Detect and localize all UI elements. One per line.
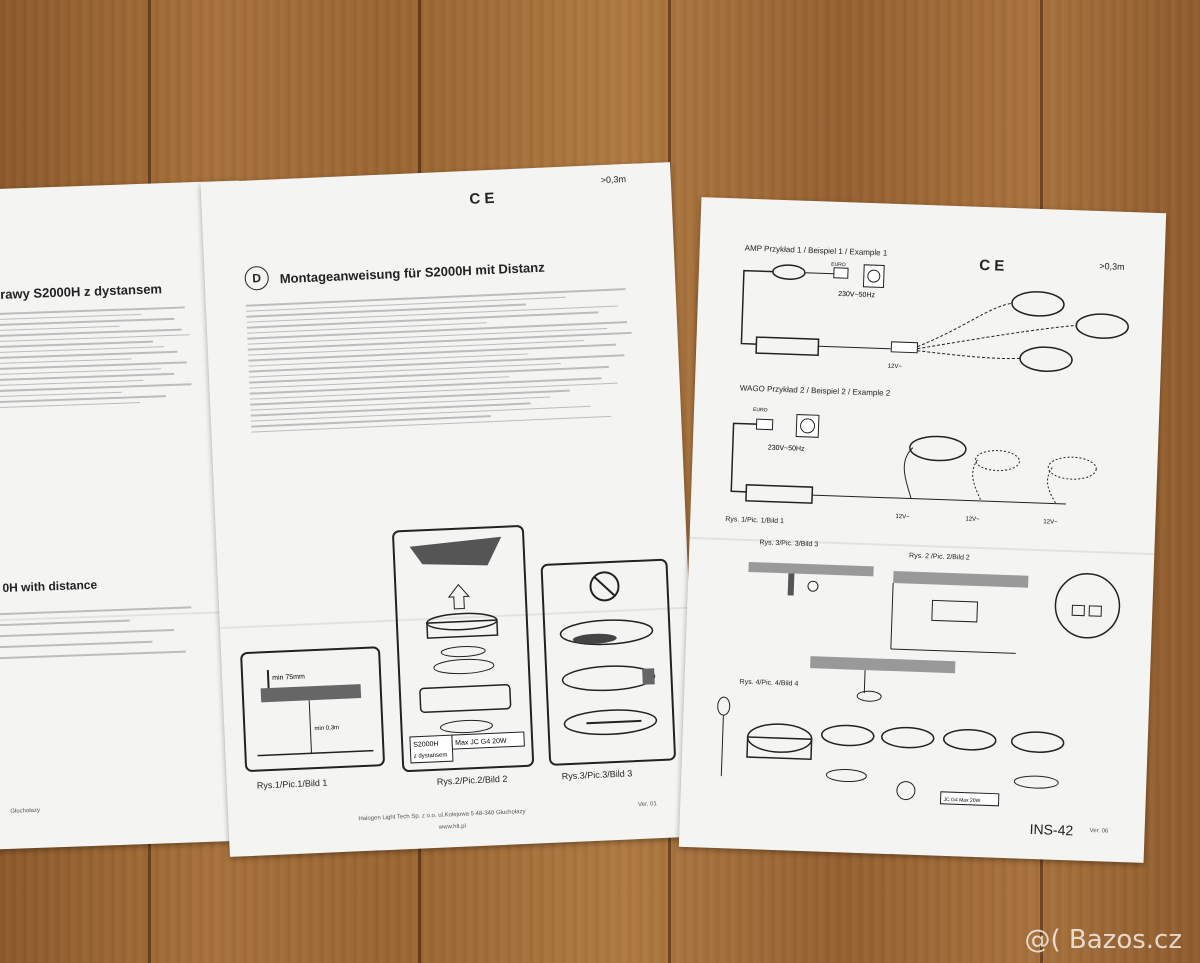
ce-mark: C E [469, 189, 495, 208]
fig1-min-label: min 75mm [272, 673, 305, 681]
fig1-caption: Rys.1/Pic.1/Bild 1 [256, 777, 328, 791]
euro-label-2: EURO [753, 407, 768, 414]
pic1-caption: Rys. 1/Pic. 1/Bild 1 [725, 516, 785, 526]
fig3-caption: Rys.3/Pic.3/Bild 3 [561, 768, 633, 782]
voltage-label-1: 230V~50Hz [838, 291, 875, 299]
euro-label-1: EURO [831, 262, 846, 269]
assembly-sequence-diagram: JC G4 Max 20W [717, 696, 1065, 807]
right-instruction-sheet: C E >0,3m AMP Przykład 1 / Beispiel 1 / … [678, 197, 1167, 863]
voltage-label-2: 230V~50Hz [768, 445, 805, 453]
text-lines [0, 302, 210, 413]
left-sheet-title-en: 0H with distance [2, 577, 98, 595]
example-2-heading: WAGO Przykład 2 / Beispiel 2 / Example 2 [739, 383, 891, 398]
example-2-wiring-diagram: EURO 230V~50Hz 12V~ 12V~ 12V~ [730, 407, 1097, 526]
language-badge: D [244, 265, 270, 291]
body-text [245, 283, 652, 436]
figure-1-diagram: min 75mm min 0,3m [240, 646, 385, 772]
low-voltage-label-2: 12V~ [895, 514, 910, 521]
low-voltage-label-1: 12V~ [888, 364, 903, 371]
figure-2-diagram: S2000H z dystansem Max JC G4 20W [392, 525, 534, 773]
fig1-min-distance: min 0,3m [314, 725, 339, 732]
footer-version: Ver. 01 [637, 801, 657, 809]
example-1-wiring-diagram: EURO 230V~50Hz 12V~ [740, 262, 1129, 372]
footer-web: www.hlt.pl [438, 823, 466, 831]
watermark: @( Bazos.cz [1024, 925, 1183, 955]
low-voltage-label-4: 12V~ [1043, 519, 1058, 526]
document-version: Ver. 06 [1089, 828, 1109, 835]
max-bulb-label: JC G4 Max 20W [943, 797, 980, 804]
fig2-caption: Rys.2/Pic.2/Bild 2 [436, 773, 508, 787]
fig2-label-a: S2000H [413, 741, 439, 749]
figure-3-diagram [540, 558, 676, 766]
fig2-label-c: Max JC G4 20W [455, 738, 507, 747]
low-voltage-label-3: 12V~ [965, 516, 980, 523]
fig2-label-b: z dystansem [414, 752, 448, 759]
middle-sheet-title: Montageanweisung für S2000H mit Distanz [279, 259, 545, 287]
left-sheet-title-pl: prawy S2000H z dystansem [0, 281, 163, 303]
document-code: INS-42 [1029, 820, 1074, 839]
middle-instruction-sheet: C E >0,3m D Montageanweisung für S2000H … [200, 162, 700, 857]
distance-mark: >0,3m [600, 174, 627, 186]
installation-steps-diagram [748, 561, 1121, 702]
left-footer: Głuchołazy [10, 807, 41, 815]
example-1-heading: AMP Przykład 1 / Beispiel 1 / Example 1 [744, 243, 888, 258]
footer-company: Halogen Light Tech Sp. z o.o. ul.Kolejow… [358, 808, 526, 823]
text-lines-en [0, 601, 219, 662]
